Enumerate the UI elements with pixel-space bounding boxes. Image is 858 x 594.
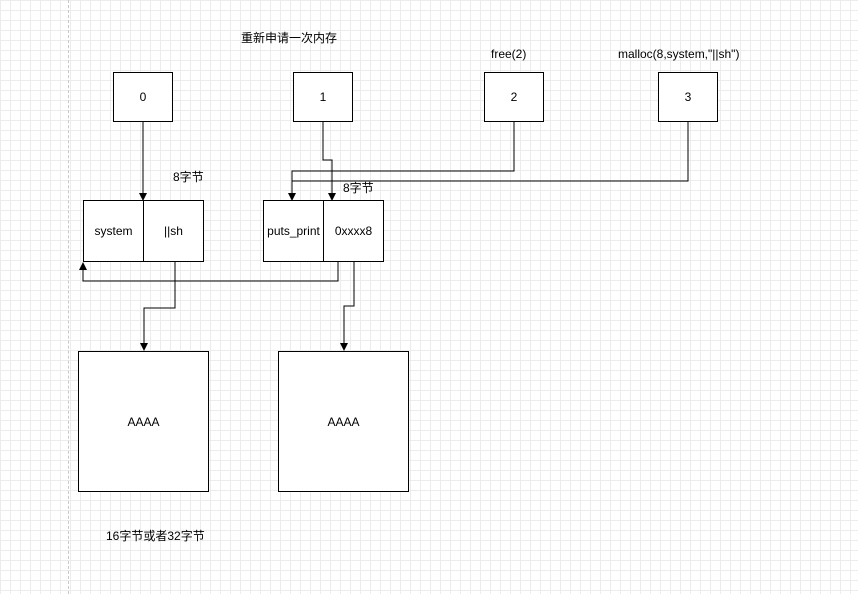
data-block-left[interactable]: AAAA (78, 351, 209, 492)
size-label-right: 8字节 (343, 181, 374, 195)
right-chunk-field-pointer[interactable]: 0xxxx8 (323, 200, 384, 262)
index-box-2-label: 2 (510, 90, 518, 104)
data-block-right-label: AAAA (327, 414, 360, 429)
size-label-bottom: 16字节或者32字节 (106, 529, 205, 543)
index-box-0[interactable]: 0 (113, 72, 173, 122)
arrow-1-to-pointer-field (322, 121, 336, 201)
realloc-note: 重新申请一次内存 (241, 31, 338, 45)
index-box-2[interactable]: 2 (484, 72, 544, 122)
left-chunk-field-sh[interactable]: ||sh (143, 200, 204, 262)
left-chunk-field-sh-label: ||sh (164, 224, 183, 238)
left-chunk-field-system[interactable]: system (83, 200, 144, 262)
arrow-2-to-puts-chunk (288, 121, 515, 201)
malloc-note: malloc(8,system,"||sh") (618, 47, 740, 61)
arrow-3-to-puts-chunk (292, 121, 689, 182)
right-chunk-field-puts-print[interactable]: puts_print (263, 200, 324, 262)
canvas-guide-line (68, 0, 69, 594)
index-box-3-label: 3 (684, 90, 692, 104)
right-chunk-field-pointer-label: 0xxxx8 (334, 224, 373, 238)
arrow-pointer-to-right-block (340, 262, 355, 351)
index-box-1[interactable]: 1 (293, 72, 353, 122)
arrow-pointer-back-to-system (79, 262, 339, 282)
index-box-3[interactable]: 3 (658, 72, 718, 122)
free-note: free(2) (491, 47, 527, 61)
data-block-right[interactable]: AAAA (278, 351, 409, 492)
size-label-left: 8字节 (173, 170, 204, 184)
index-box-0-label: 0 (139, 90, 147, 104)
data-block-left-label: AAAA (127, 414, 160, 429)
arrow-sh-to-left-block (140, 262, 176, 351)
right-chunk-field-puts-print-label: puts_print (267, 224, 320, 238)
left-chunk-field-system-label: system (94, 224, 133, 238)
index-box-1-label: 1 (319, 90, 327, 104)
